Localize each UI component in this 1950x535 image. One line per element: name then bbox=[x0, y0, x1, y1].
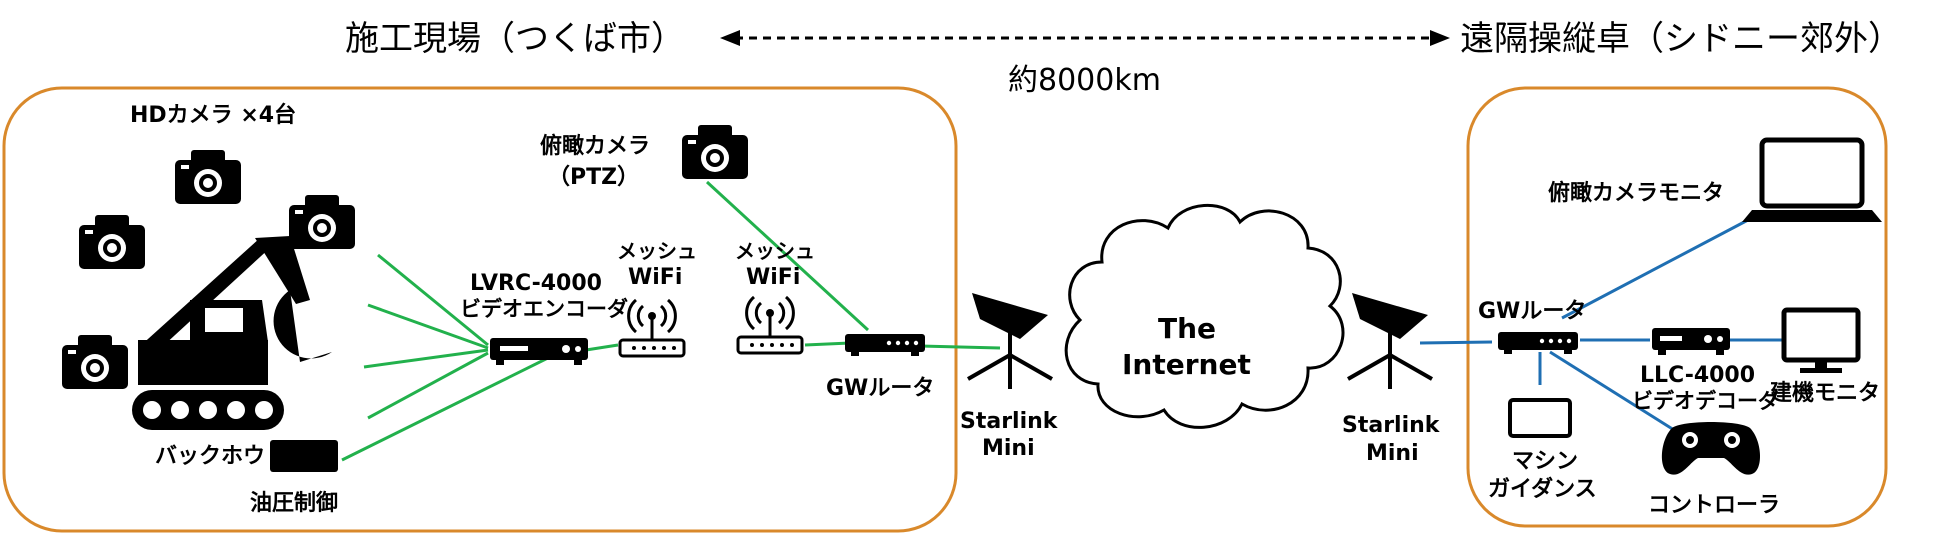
site-frame bbox=[2, 86, 958, 533]
hd-camera-icon-4 bbox=[62, 335, 128, 389]
encoder-model-label: LVRC-4000 bbox=[470, 271, 602, 296]
hydraulic-controller-icon bbox=[270, 440, 338, 472]
internet-cloud-icon bbox=[1064, 203, 1345, 429]
internet-sublabel: Internet bbox=[1122, 348, 1251, 381]
mesh-wifi-1-sublabel: WiFi bbox=[628, 265, 682, 290]
mesh-wifi-1-label: メッシュ bbox=[617, 239, 697, 263]
hd-camera-icon-1 bbox=[175, 150, 241, 204]
machine-guidance-sublabel: ガイダンス bbox=[1488, 476, 1597, 502]
internet-label: The bbox=[1158, 312, 1216, 345]
mesh-wifi-2-icon bbox=[736, 295, 804, 355]
mesh-wifi-1-icon bbox=[618, 298, 686, 358]
tablet-icon bbox=[1508, 398, 1572, 438]
arrow-head-left bbox=[720, 30, 740, 46]
starlink-right-sublabel: Mini bbox=[1366, 441, 1419, 466]
remote-links bbox=[1419, 218, 1782, 437]
game-controller-icon bbox=[1661, 422, 1761, 475]
distance-label: 約8000km bbox=[1008, 63, 1161, 98]
remote-gw-router-label: GWルータ bbox=[1478, 299, 1586, 324]
decoder-model-label: LLC-4000 bbox=[1640, 363, 1755, 388]
remote-title: 遠隔操縦卓（シドニー郊外） bbox=[1460, 19, 1902, 59]
site-links bbox=[341, 180, 1001, 462]
site-title: 施工現場（つくば市） bbox=[345, 19, 685, 59]
remote-frame bbox=[1466, 86, 1888, 528]
remote-gw-router-icon bbox=[1498, 332, 1578, 354]
decoder-type-label: ビデオデコーダ bbox=[1632, 389, 1779, 413]
starlink-right-label: Starlink bbox=[1342, 413, 1441, 438]
monitor-icon bbox=[1781, 307, 1861, 373]
overhead-camera-label: 俯瞰カメラ bbox=[540, 133, 650, 159]
arrow-head-right bbox=[1430, 30, 1450, 46]
machine-guidance-label: マシン bbox=[1512, 449, 1578, 474]
controller-label: コントローラ bbox=[1648, 493, 1780, 518]
laptop-icon bbox=[1742, 137, 1882, 222]
encoder-type-label: ビデオエンコーダ bbox=[460, 297, 628, 321]
mesh-wifi-2-label: メッシュ bbox=[735, 239, 815, 263]
site-gw-router-icon bbox=[845, 334, 925, 356]
hd-camera-icon-2 bbox=[289, 195, 355, 249]
starlink-right-icon bbox=[1346, 291, 1434, 391]
video-decoder-icon bbox=[1652, 328, 1730, 355]
overhead-camera-sublabel: （PTZ） bbox=[548, 165, 639, 190]
machine-monitor-label: 建機モニタ bbox=[1770, 381, 1880, 406]
hydraulic-label: 油圧制御 bbox=[250, 490, 338, 516]
video-encoder-icon bbox=[490, 338, 588, 365]
hd-camera-label: HDカメラ ×4台 bbox=[130, 102, 296, 128]
mesh-wifi-2-sublabel: WiFi bbox=[746, 265, 800, 290]
starlink-left-label: Starlink bbox=[960, 409, 1059, 434]
site-gw-router-label: GWルータ bbox=[826, 376, 934, 401]
starlink-left-icon bbox=[966, 291, 1054, 391]
starlink-left-sublabel: Mini bbox=[982, 436, 1035, 461]
excavator-label: バックホウ bbox=[155, 444, 265, 469]
overhead-camera-icon bbox=[682, 125, 748, 179]
excavator-icon bbox=[132, 236, 332, 430]
hd-camera-icon-3 bbox=[79, 215, 145, 269]
overhead-monitor-label: 俯瞰カメラモニタ bbox=[1548, 180, 1724, 206]
